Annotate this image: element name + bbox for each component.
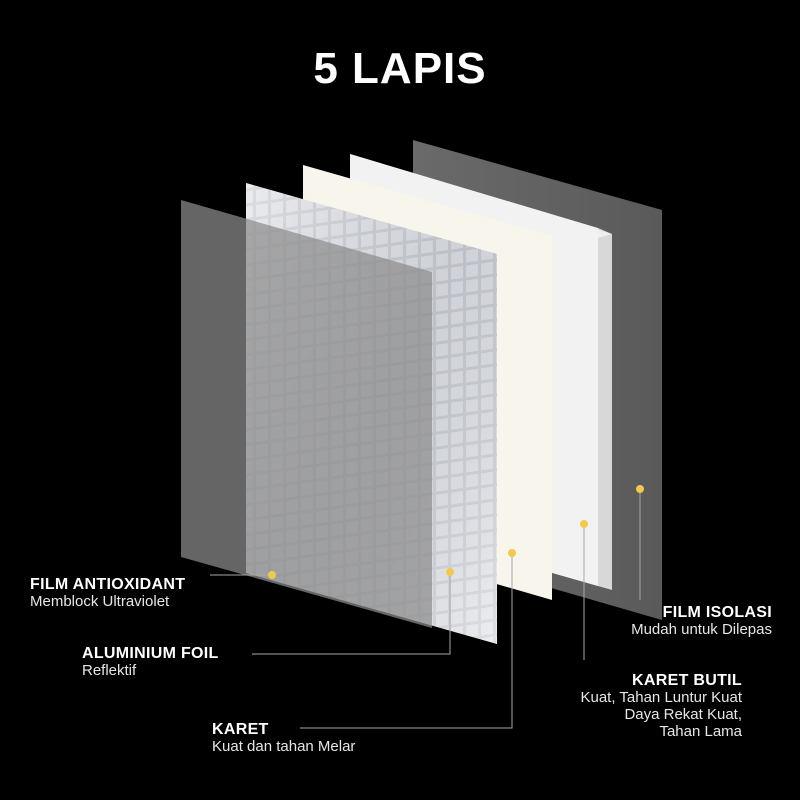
- label-description: Mudah untuk Dilepas: [631, 621, 772, 638]
- label-heading: ALUMINIUM FOIL: [82, 645, 219, 662]
- leader-line-karet: [300, 553, 513, 729]
- marker-dot-aluminium-foil: [446, 568, 454, 576]
- label-heading: KARET BUTIL: [632, 672, 742, 689]
- label-karet: KARET Kuat dan tahan Melar: [212, 721, 355, 755]
- label-description: Memblock Ultraviolet: [30, 593, 170, 610]
- label-description: Kuat dan tahan Melar: [212, 738, 356, 755]
- label-heading: FILM ISOLASI: [662, 604, 772, 621]
- label-karet-butil: KARET BUTIL Kuat, Tahan Luntur Kuat Daya…: [580, 672, 742, 740]
- label-heading: FILM ANTIOXIDANT: [30, 576, 186, 593]
- layer-film-antioxidant: [181, 200, 432, 628]
- marker-dot-film-antioxidant: [268, 571, 276, 579]
- marker-dot-karet-butil: [580, 520, 588, 528]
- label-description-line: Tahan Lama: [659, 723, 742, 740]
- layer-karet-butil-edge: [598, 228, 612, 590]
- label-description-line: Daya Rekat Kuat,: [624, 706, 742, 723]
- page-title: 5 LAPIS: [313, 44, 487, 93]
- marker-dot-film-isolasi: [636, 485, 644, 493]
- marker-dot-karet: [508, 549, 516, 557]
- label-heading: KARET: [212, 721, 269, 738]
- label-aluminium-foil: ALUMINIUM FOIL Reflektif: [82, 645, 219, 679]
- label-film-antioxidant: FILM ANTIOXIDANT Memblock Ultraviolet: [30, 576, 185, 610]
- label-description-line: Kuat, Tahan Luntur Kuat: [580, 689, 742, 706]
- label-film-isolasi: FILM ISOLASI Mudah untuk Dilepas: [631, 604, 772, 638]
- leader-line-aluminium-foil: [252, 572, 451, 655]
- label-description: Reflektif: [82, 662, 137, 679]
